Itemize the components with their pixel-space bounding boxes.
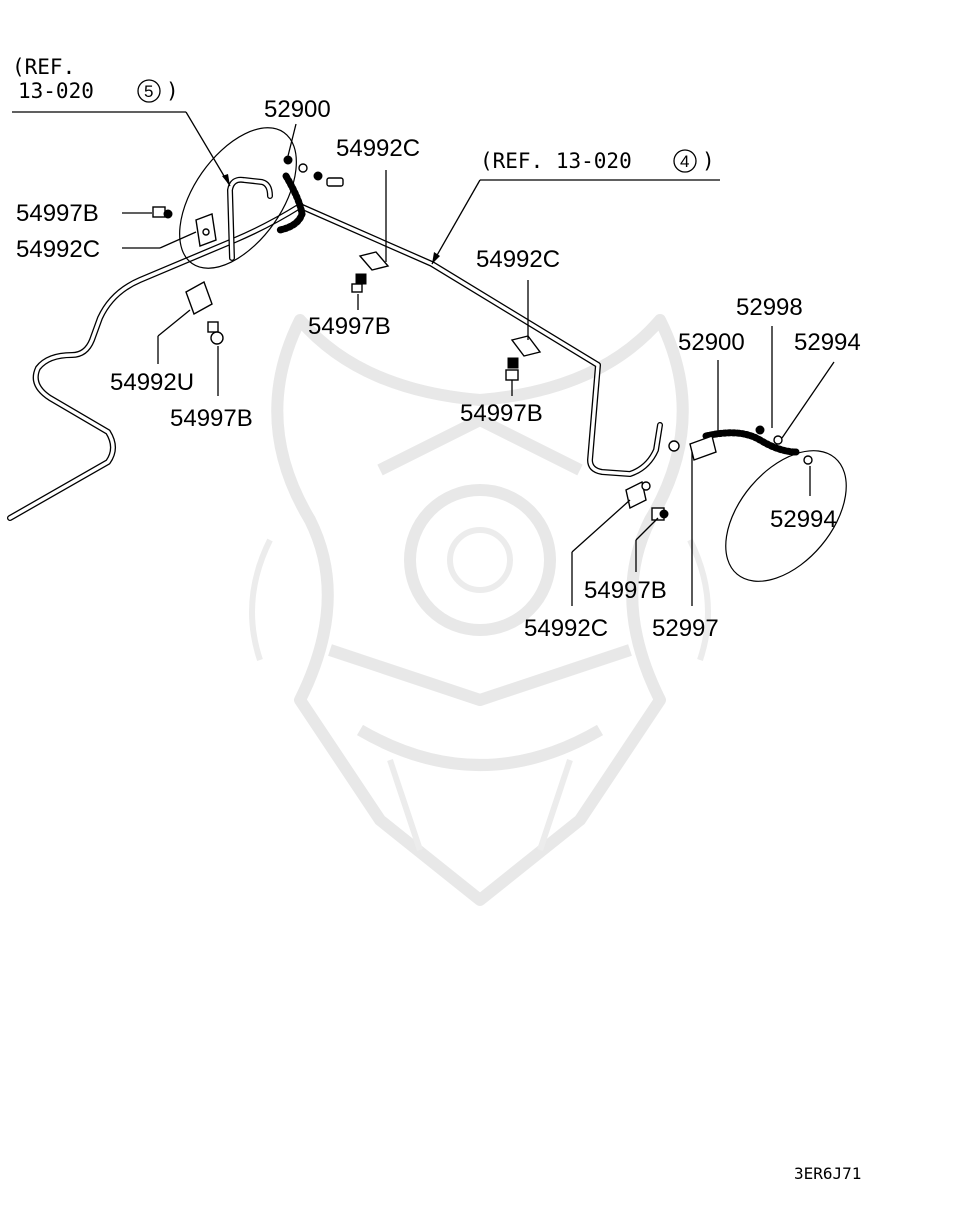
callout-54992C-top: 54992C	[336, 135, 420, 162]
part-bolt-54997B-left	[207, 321, 224, 345]
detail-ellipse-right	[725, 450, 847, 582]
ref-right-close: )	[702, 149, 715, 173]
part-bolt-54997B-top	[152, 206, 173, 219]
ref-right-circle	[673, 149, 697, 173]
ref-left-line1: (REF.	[12, 55, 75, 79]
part-clip-54992C-mid1	[351, 251, 390, 293]
part-bolt-52900-left	[283, 155, 344, 187]
callout-54997B-top-left: 54997B	[16, 200, 99, 227]
ref-left-line2: 13-020	[18, 79, 94, 103]
callout-54997B-right: 54997B	[584, 577, 667, 604]
part-clip-54992C-mid2	[505, 335, 542, 381]
brake-hose-left	[276, 172, 306, 234]
callout-54997B-lower-left: 54997B	[170, 405, 253, 432]
callout-52900-right: 52900	[678, 329, 745, 356]
callout-52900-left: 52900	[264, 96, 331, 123]
reference-leaders	[12, 111, 720, 265]
ref-left-number: 5	[144, 82, 153, 101]
part-bolt-52900-right	[668, 435, 717, 461]
callout-54992C-mid: 54992C	[476, 246, 560, 273]
part-bracket-54992C-left	[195, 213, 217, 247]
callout-52994-lower: 52994	[770, 506, 837, 533]
callout-52997: 52997	[652, 615, 719, 642]
callout-54997B-mid-right: 54997B	[460, 400, 543, 427]
brake-pipe	[7, 176, 663, 521]
ref-left-close: )	[166, 79, 179, 103]
brake-hose-right	[702, 429, 800, 456]
part-bolt-54997B-right	[651, 507, 669, 521]
callout-54997B-mid: 54997B	[308, 313, 391, 340]
callout-54992C-bottom: 54992C	[524, 615, 608, 642]
diagram-code: 3ER6J71	[794, 1164, 861, 1183]
detail-ellipse-left	[179, 127, 297, 269]
ref-right-text: (REF. 13-020	[480, 149, 632, 173]
ref-left-circle	[137, 79, 161, 103]
callout-52994-top: 52994	[794, 329, 861, 356]
callout-54992U: 54992U	[110, 369, 194, 396]
watermark-emblem	[249, 314, 711, 906]
callout-54992C-left: 54992C	[16, 236, 100, 263]
ref-right-number: 4	[680, 152, 689, 171]
part-clip-54992U	[185, 280, 213, 316]
part-nut-52998	[755, 425, 783, 445]
part-nut-52994	[792, 448, 813, 465]
callout-52998: 52998	[736, 294, 803, 321]
part-bracket-54992C-right	[625, 480, 651, 510]
callout-leaders	[122, 123, 835, 606]
